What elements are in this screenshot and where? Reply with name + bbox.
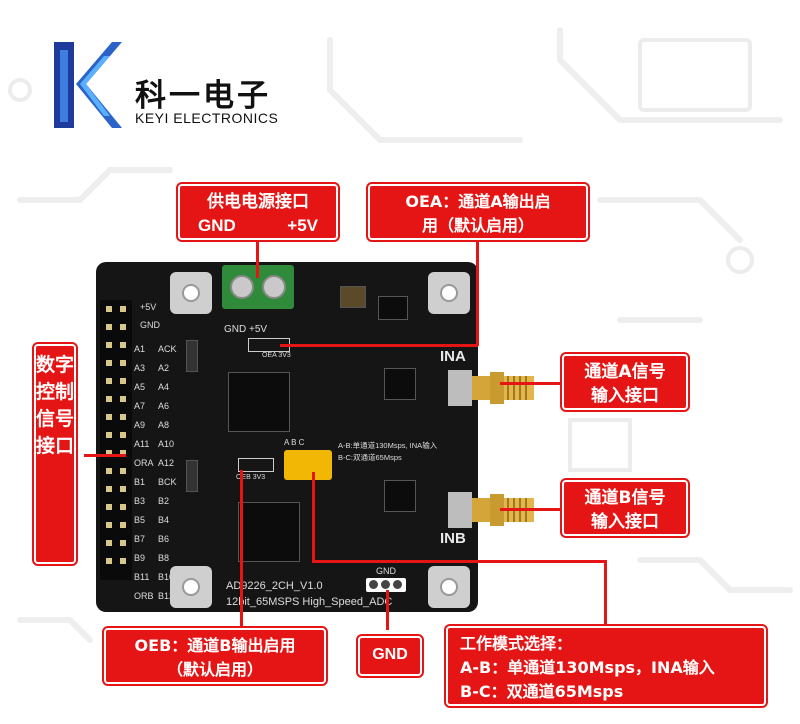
- mode-abc-label: A B C: [284, 438, 305, 447]
- ina-board-label: INA: [440, 348, 466, 365]
- opamp-b: [384, 480, 416, 512]
- adc-chip-b: [238, 502, 300, 562]
- leader-line: [500, 508, 562, 511]
- leader-line: [256, 238, 259, 278]
- label-gnd-top: GND: [140, 320, 160, 330]
- digital-signal-callout: 数字控制信号接口: [32, 342, 78, 566]
- leader-line: [240, 470, 243, 630]
- pin-header: [100, 300, 132, 580]
- mode-jumper[interactable]: [284, 450, 332, 480]
- mounting-hole: [428, 566, 470, 608]
- power-callout: 供电电源接口 GND+5V: [176, 182, 340, 242]
- mode-callout: 工作模式选择： A-B：单通道130Msps，INA输入 B-C：双通道65Ms…: [444, 624, 768, 708]
- resistor-network: [186, 340, 198, 372]
- inb-callout: 通道B信号 输入接口: [560, 478, 690, 538]
- oea-board-label: OEA 3V3: [262, 352, 291, 359]
- leader-line: [604, 560, 607, 628]
- leader-line: [476, 238, 479, 346]
- board-spec: 12bit_65MSPS High_Speed_ADC: [226, 596, 393, 608]
- leader-line: [84, 454, 126, 457]
- capacitor: [340, 286, 366, 308]
- mode-board-text2: B-C:双通道65Msps: [338, 453, 402, 462]
- leader-line: [386, 590, 389, 630]
- leader-line: [312, 560, 606, 563]
- brand-name-cn: 科一电子: [135, 78, 271, 114]
- gnd-pins-label: GND: [376, 566, 396, 576]
- resistor-network: [186, 460, 198, 492]
- leader-line: [500, 382, 562, 385]
- oeb-callout: OEB：通道B输出启用 （默认启用）: [102, 626, 328, 686]
- opamp-a: [384, 368, 416, 400]
- keyi-logo: [54, 42, 122, 128]
- ina-callout: 通道A信号 输入接口: [560, 352, 690, 412]
- gnd-callout: GND: [356, 634, 424, 678]
- terminal-label: GND +5V: [224, 324, 268, 335]
- oeb-jumper[interactable]: [238, 458, 274, 472]
- label-plus5v: +5V: [140, 302, 157, 312]
- adc-chip-a: [228, 372, 290, 432]
- board-name: AD9226_2CH_V1.0: [226, 580, 323, 592]
- oeb-board-label: OEB 3V3: [236, 474, 266, 481]
- gnd-pins[interactable]: [366, 578, 406, 592]
- oea-callout: OEA：通道A输出启 用（默认启用）: [366, 182, 590, 242]
- inb-board-label: INB: [440, 530, 466, 547]
- mounting-hole: [170, 566, 212, 608]
- mode-board-text1: A-B:单通道130Msps, INA输入: [338, 441, 438, 450]
- leader-line: [312, 472, 315, 562]
- pin-header-pins: [106, 306, 126, 564]
- mounting-hole: [428, 272, 470, 314]
- leader-line: [280, 344, 478, 347]
- mounting-hole: [170, 272, 212, 314]
- regulator: [378, 296, 408, 320]
- ina-sma-connector[interactable]: [448, 366, 548, 410]
- brand-name-en: KEYI ELECTRONICS: [135, 110, 279, 126]
